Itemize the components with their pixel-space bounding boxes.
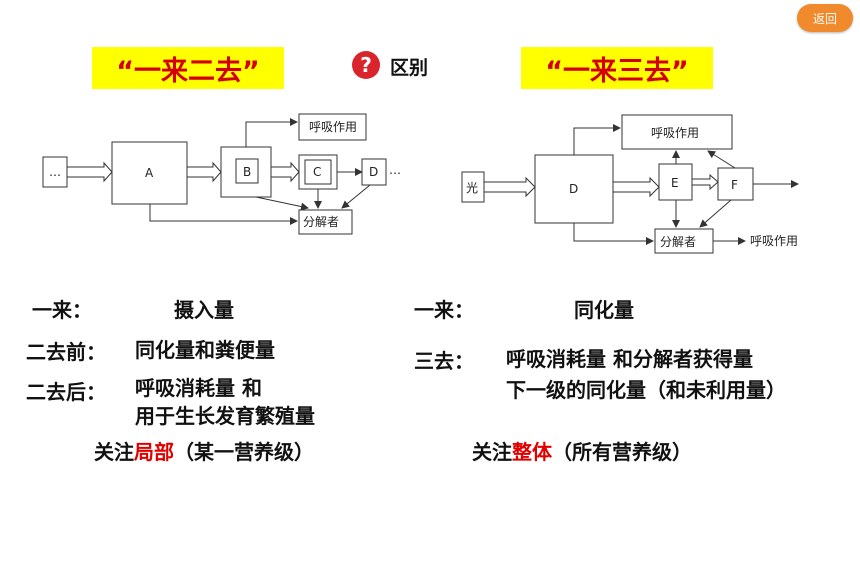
right-respiration-box — [621, 114, 733, 150]
left-input-box — [42, 156, 68, 188]
right-focus-prefix: 关注 — [472, 440, 512, 464]
left-label-c: C — [313, 165, 321, 179]
left-erqu-after-label: 二去后： — [26, 380, 106, 404]
left-label-a: A — [145, 166, 154, 180]
left-yilai-value: 摄入量 — [174, 298, 234, 322]
left-flow-diagram: … A B C D … 呼吸作用 分解者 — [42, 113, 401, 235]
right-arrow-light-d — [483, 176, 536, 198]
right-title: “一来三去” — [521, 47, 713, 89]
left-arrow-a-decomposer — [149, 204, 298, 225]
right-focus-line: 关注整体（所有营养级） — [472, 436, 692, 465]
left-input-text: … — [49, 165, 61, 179]
difference-label: 区别 — [390, 57, 429, 79]
right-label-f: F — [731, 178, 738, 192]
right-focus-suffix: （所有营养级） — [552, 440, 692, 464]
right-label-e: E — [671, 176, 679, 190]
left-respiration-box — [298, 113, 367, 141]
left-box-d — [361, 158, 387, 186]
right-sanqu-line2: 下一级的同化量（和未利用量） — [506, 378, 786, 402]
left-box-a — [111, 141, 188, 205]
left-erqu-after-line2: 用于生长发育繁殖量 — [135, 404, 315, 428]
left-arrow-b-respiration — [245, 118, 298, 147]
right-box-f — [717, 167, 754, 201]
right-arrow-f-decomposer — [699, 199, 732, 228]
left-arrow-input-a — [66, 161, 113, 183]
back-button[interactable]: 返回 — [797, 4, 853, 32]
left-focus-prefix: 关注 — [94, 440, 134, 464]
left-label-b: B — [243, 165, 251, 179]
left-focus-suffix: （某一营养级） — [174, 440, 314, 464]
right-decomposer-label: 分解者 — [660, 235, 696, 249]
right-yilai-value: 同化量 — [574, 298, 634, 322]
left-arrow-b-c — [270, 161, 300, 183]
right-yilai-label: 一来： — [414, 298, 474, 322]
left-label-d: D — [369, 165, 378, 179]
left-respiration-label: 呼吸作用 — [309, 120, 357, 134]
right-sanqu-line1: 呼吸消耗量 和分解者获得量 — [506, 347, 753, 371]
right-arrow-f-respiration — [707, 150, 736, 169]
right-arrow-d-respiration — [573, 124, 621, 155]
right-arrow-d-e — [612, 176, 660, 198]
right-flow-diagram: 光 D E F 呼吸作用 分解者 呼吸作用 — [461, 114, 799, 254]
left-erqu-before-label: 二去前： — [26, 340, 106, 364]
right-arrow-e-f — [691, 173, 719, 191]
left-arrow-a-b — [186, 161, 222, 183]
right-light-label: 光 — [466, 181, 478, 195]
right-respiration2-label: 呼吸作用 — [750, 234, 798, 248]
left-yilai-label: 一来： — [32, 298, 92, 322]
right-label-d: D — [569, 182, 578, 196]
right-sanqu-label: 三去： — [414, 349, 474, 373]
left-focus-key: 局部 — [134, 440, 174, 464]
left-arrow-d-decomposer — [341, 184, 371, 209]
left-tail-text: … — [389, 163, 401, 177]
right-decomposer-box — [654, 228, 714, 254]
left-decomposer-label: 分解者 — [303, 215, 339, 229]
right-arrow-d-decomposer — [573, 223, 654, 245]
left-box-c-inner — [304, 159, 332, 185]
right-respiration-label: 呼吸作用 — [651, 126, 699, 140]
left-box-b-inner — [235, 158, 259, 184]
left-title: “一来二去” — [92, 47, 284, 89]
left-decomposer-box — [298, 209, 353, 235]
right-focus-key: 整体 — [512, 440, 552, 464]
left-erqu-after-line1: 呼吸消耗量 和 — [135, 376, 262, 400]
left-erqu-before-value: 同化量和粪便量 — [135, 338, 275, 362]
question-icon: ? — [352, 51, 380, 79]
left-focus-line: 关注局部（某一营养级） — [94, 436, 314, 465]
left-arrow-b-decomposer — [255, 196, 309, 211]
